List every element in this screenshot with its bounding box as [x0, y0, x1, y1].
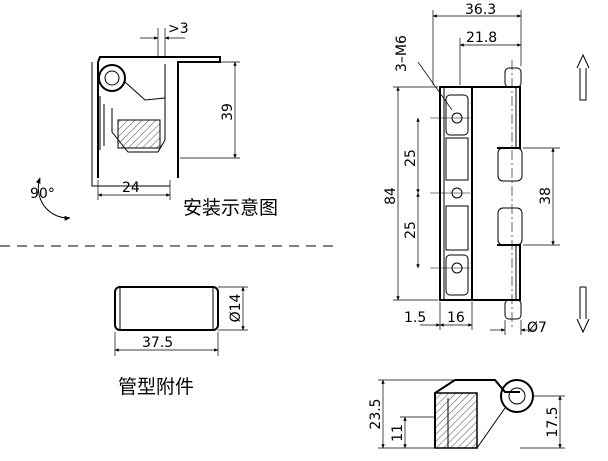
- install-hatched-section: [117, 119, 161, 149]
- dim-top-width: 36.3: [465, 2, 496, 18]
- install-hinge-leaf: [111, 64, 166, 153]
- dim-gap: >3: [168, 21, 189, 37]
- install-diagram: >3 39 24 90° 安装示意图: [30, 21, 278, 221]
- hinge-front-view: 36.3 21.8 3–M6 84 25 25 38 1.5 16: [383, 2, 590, 336]
- direction-down-icon: [576, 286, 590, 334]
- dim-pin-dia: Ø7: [527, 320, 547, 336]
- dim-side-low: 11: [390, 424, 406, 442]
- dim-tube-len: 37.5: [142, 335, 173, 351]
- side-pin: [508, 387, 526, 405]
- install-leaf-edge: [124, 81, 166, 101]
- dim-tube-dia: Ø14: [228, 293, 244, 322]
- dim-install-height: 39: [220, 103, 236, 121]
- side-hatched-body: [434, 392, 478, 449]
- install-knuckle: [98, 64, 126, 92]
- dim-inner-width: 21.8: [466, 30, 497, 46]
- dim-side-right: 17.5: [545, 406, 561, 437]
- dim-install-width: 24: [122, 180, 140, 196]
- tube-body: [114, 286, 219, 331]
- dim-base-width: 16: [447, 310, 465, 326]
- hinge-side-view: 23.5 11 17.5: [368, 379, 565, 449]
- angle-label: 90°: [30, 186, 55, 202]
- hinge-plate: [439, 86, 473, 301]
- accessory-caption: 管型附件: [118, 376, 194, 398]
- dim-side-height: 23.5: [368, 398, 384, 429]
- hinge-leaf: [472, 86, 521, 301]
- side-knuckle: [500, 379, 534, 413]
- dim-offset: 1.5: [404, 310, 426, 326]
- pin-lower: [497, 207, 523, 246]
- tube-accessory: Ø14 37.5 管型附件: [114, 286, 248, 398]
- rotation-arrow-icon: [35, 177, 71, 221]
- install-wall-lines: [99, 96, 105, 150]
- dim-total-height: 84: [383, 187, 399, 205]
- dim-pin-span: 38: [538, 187, 554, 205]
- dim-pitch-lower: 25: [403, 221, 419, 239]
- install-pin: [104, 70, 120, 86]
- thread-label: 3–M6: [394, 35, 410, 72]
- pin-upper: [497, 147, 523, 182]
- install-caption: 安装示意图: [183, 197, 278, 219]
- dim-pitch-upper: 25: [403, 149, 419, 167]
- pin-bottom: [504, 299, 522, 320]
- pin-top: [504, 67, 522, 88]
- side-outline: [434, 379, 520, 448]
- direction-up-icon: [576, 53, 590, 101]
- install-frame-inner: [91, 62, 170, 187]
- install-frame-outline: [97, 56, 221, 178]
